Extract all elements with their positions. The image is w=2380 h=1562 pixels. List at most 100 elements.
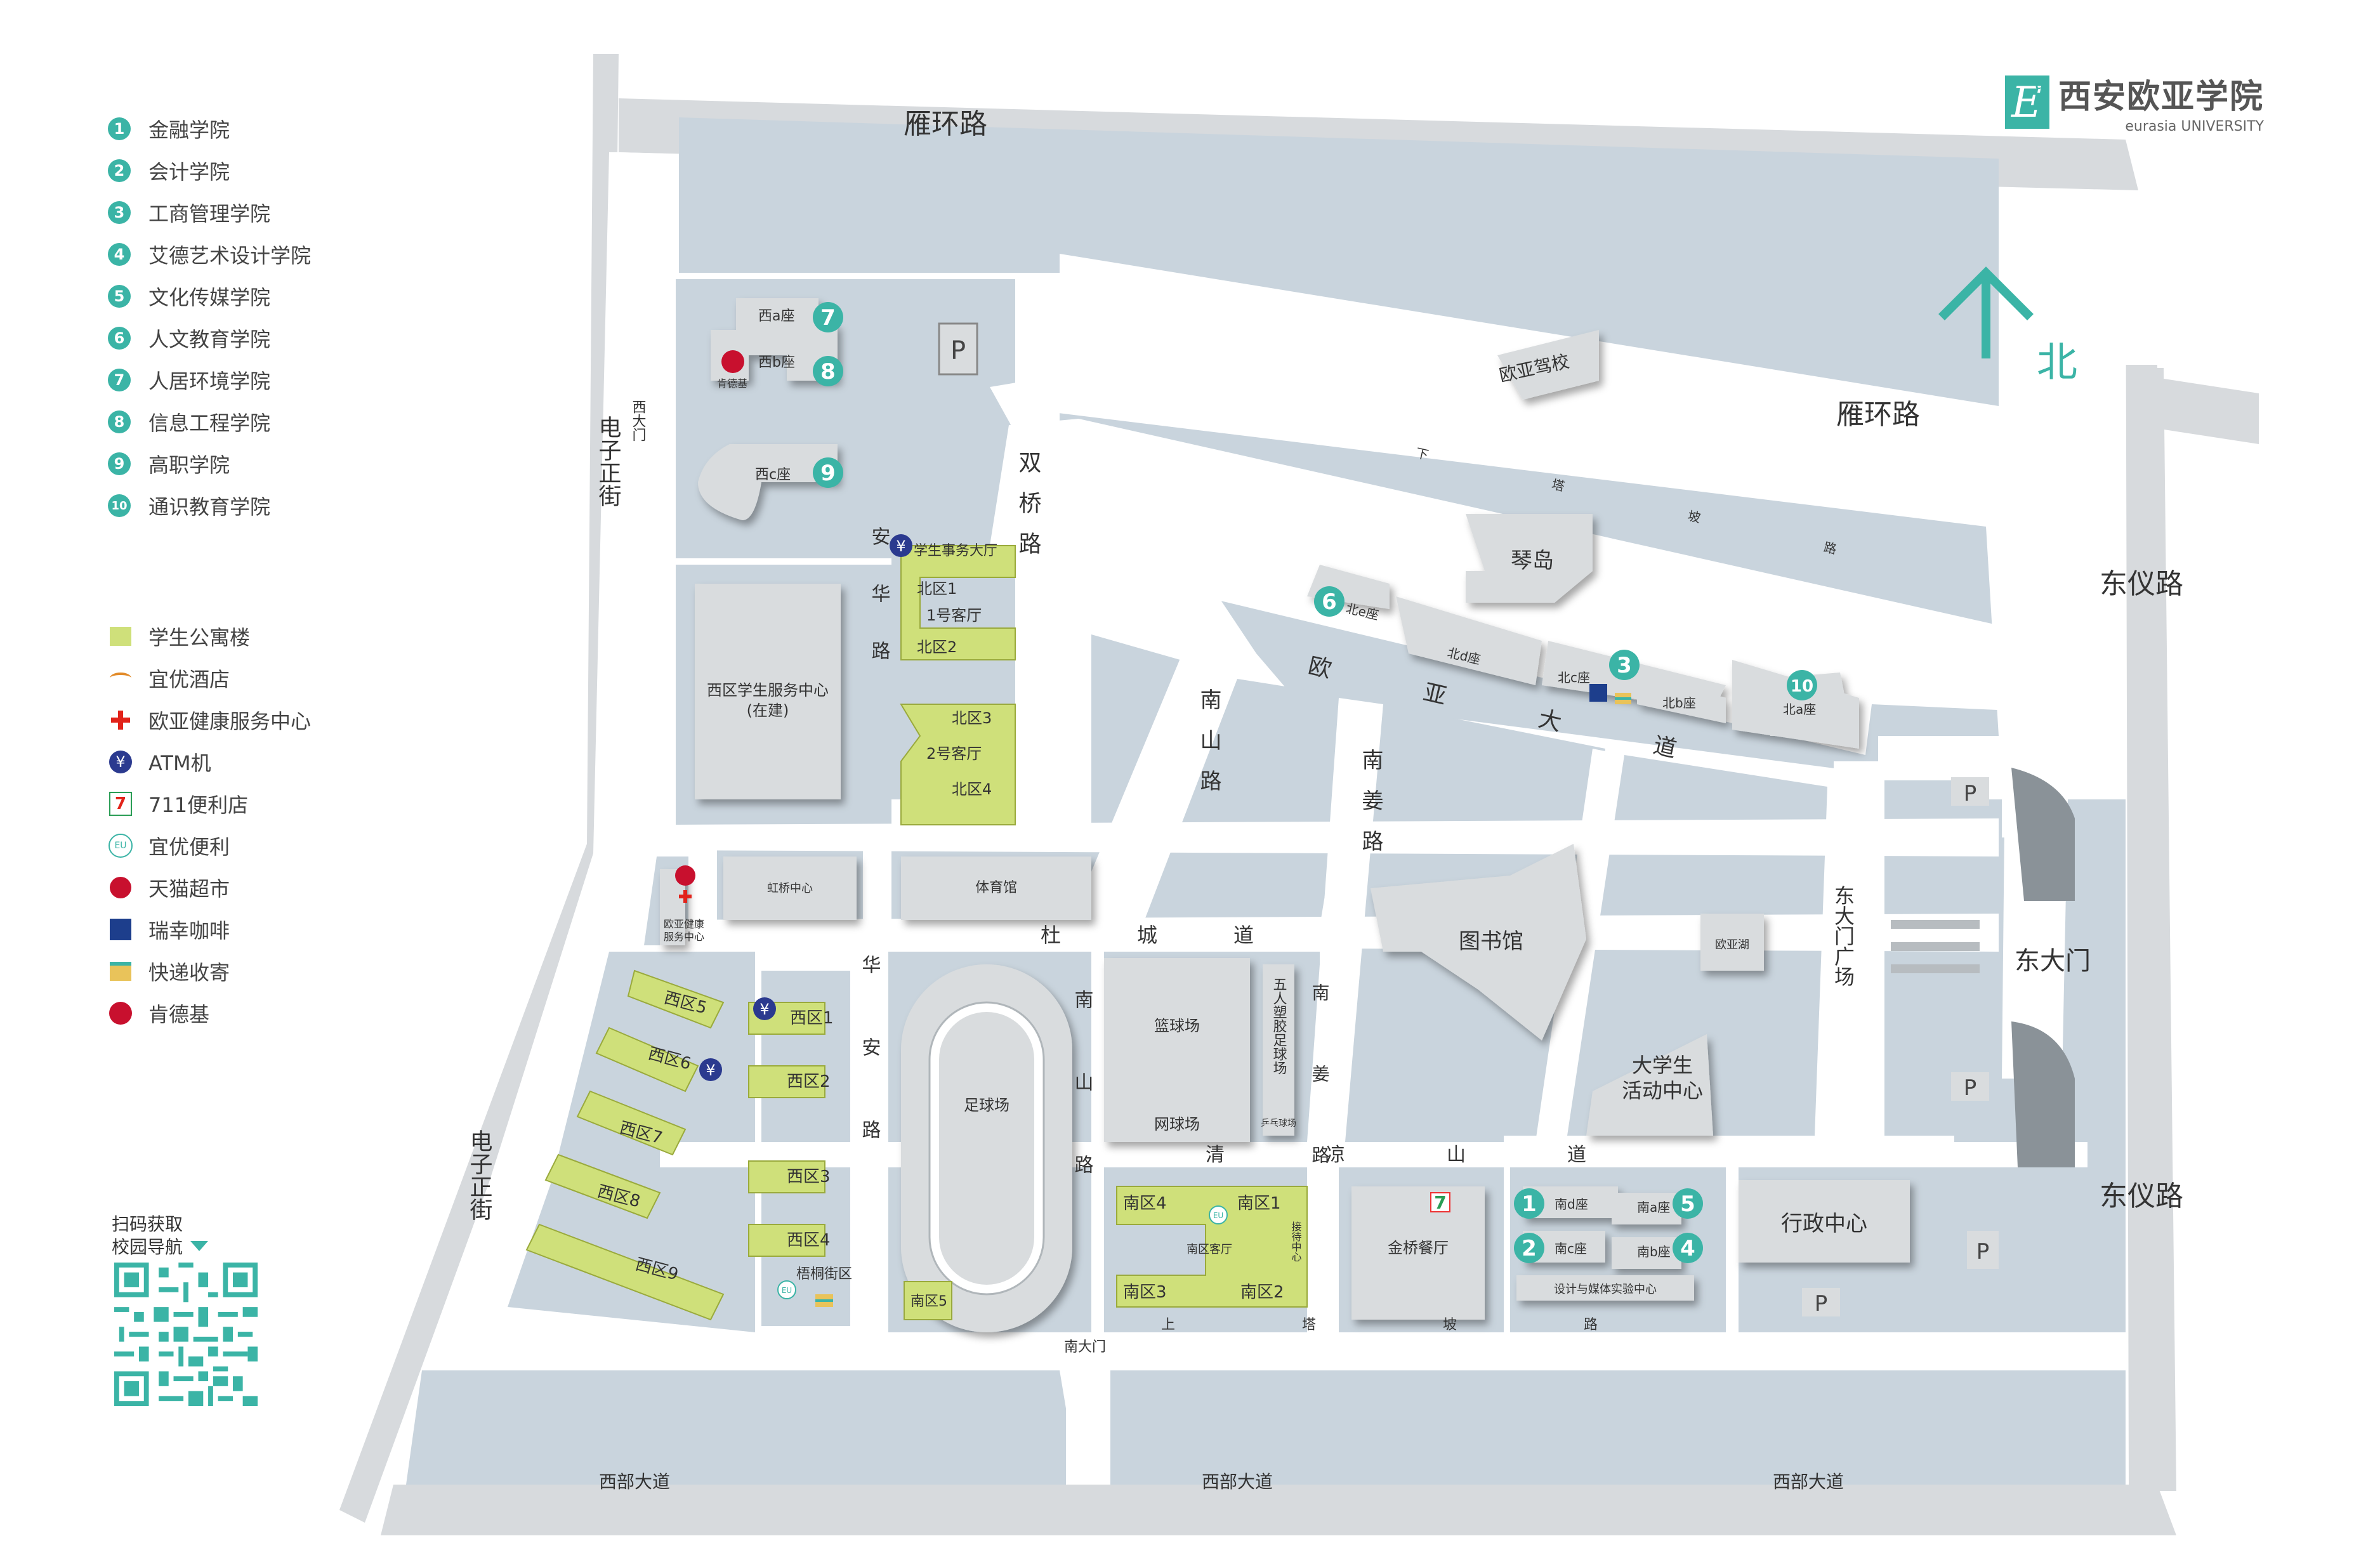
label-admin: 行政中心: [1781, 1211, 1867, 1237]
atm-map-icon: ¥: [753, 997, 776, 1020]
parking-label: P: [1964, 781, 1977, 806]
marker-9: 9: [813, 457, 843, 488]
road-label-huaan: 华安路: [858, 955, 881, 1202]
svg-text:5: 5: [1680, 1191, 1695, 1217]
luckin-map-icon: [1589, 684, 1607, 702]
luckin-icon: [108, 917, 133, 942]
svg-text:6: 6: [1322, 589, 1337, 615]
road-label-shuangqiao: 双桥路: [1015, 450, 1041, 572]
eu-logo-mark: E u: [2005, 72, 2049, 129]
label-nanqu-hall: 南区客厅: [1187, 1243, 1232, 1256]
football-field: [901, 964, 1072, 1332]
marker-7: 7: [813, 302, 843, 332]
road-label-qingliang: 清凉山道: [1206, 1144, 1688, 1166]
label-hongqiao: 虹桥中心: [767, 882, 813, 895]
road-label-shangta: 上塔坡路: [1161, 1317, 1725, 1333]
label-student-activity: 大学生: [1632, 1053, 1693, 1077]
label-beiqu3: 北区3: [952, 709, 992, 727]
label-bei-a: 北a座: [1783, 702, 1816, 717]
svg-text:EU: EU: [782, 1286, 792, 1295]
road-label-nanshan: 南山路: [1071, 990, 1093, 1237]
parking-label: P: [1964, 1075, 1977, 1101]
marker-3: 3: [1609, 650, 1640, 680]
svg-text:10: 10: [1791, 677, 1813, 696]
label-xi-b: 西b座: [758, 355, 795, 371]
marker-10: 10: [1787, 670, 1817, 700]
atm-map-icon: ¥: [699, 1058, 722, 1081]
legend-eu-store: EU 宜优便利: [108, 825, 425, 867]
label-design-center: 设计与媒体实验中心: [1554, 1283, 1657, 1296]
svg-text:EU: EU: [1213, 1211, 1223, 1220]
svg-text:8: 8: [820, 359, 836, 384]
parking-label: P: [950, 336, 966, 365]
road-label-dongyi-2: 东仪路: [2100, 1180, 2183, 1212]
road-label-xibu: 西部大道: [599, 1471, 670, 1492]
health-map-icon: [679, 890, 692, 903]
label-beiqu4: 北区4: [952, 780, 992, 798]
legend-atm: ¥ ATM机: [108, 741, 425, 783]
label-hall1: 1号客厅: [926, 607, 982, 624]
eu-map-icon: EU: [777, 1280, 796, 1299]
tmall-icon: [108, 875, 133, 900]
brand-name: 西安欧亚学院: [2058, 78, 2265, 116]
dorm-icon: [108, 624, 133, 649]
atm-map-icon: ¥: [890, 534, 912, 557]
vertical-road-labels: 电子正街 电子正街 双桥路 安华路 华安路 南山路 南姜路 东大门广场 南山路 …: [466, 416, 1856, 1237]
label-xi-a: 西a座: [758, 308, 794, 324]
road-label-xibu: 西部大道: [1773, 1471, 1844, 1492]
label-pingpong: 乒乓球场: [1261, 1119, 1296, 1129]
label-xiqu-2: 西区2: [787, 1072, 831, 1091]
qr-arrow-icon: [190, 1241, 208, 1251]
label-tennis: 网球场: [1154, 1115, 1200, 1133]
qr-code-icon[interactable]: [114, 1263, 258, 1406]
road-label-anhua: 安华路: [868, 527, 890, 698]
label-student-hall: 学生事务大厅: [914, 543, 997, 559]
label-dongdamen: 东大门: [2015, 947, 2091, 976]
label-hall2: 2号客厅: [926, 745, 982, 763]
hotel-icon: [108, 666, 133, 691]
label-library: 图书馆: [1459, 929, 1523, 954]
legend-dorm: 学生公寓楼: [108, 615, 425, 657]
parcel-map-icon: [815, 1294, 833, 1307]
label-ouya-hu: 欧亚湖: [1715, 938, 1749, 952]
eu-store-icon: EU: [108, 833, 133, 858]
road-label-nanshan-diag: 南山路: [1196, 688, 1221, 810]
map-facility-icons: ¥ ¥ ¥ EU EU: [675, 350, 1631, 1307]
label-nanqu4: 南区4: [1123, 1194, 1167, 1213]
marker-5: 5: [1673, 1188, 1703, 1219]
svg-text:2: 2: [1522, 1236, 1537, 1261]
label-qindao: 琴岛: [1511, 548, 1554, 574]
seven-eleven-map-icon: 7: [1430, 1192, 1450, 1213]
legend-kfc: 肯德基: [108, 992, 425, 1034]
label-xiqu-3: 西区3: [787, 1167, 831, 1186]
health-cross-icon: [108, 707, 133, 733]
parking-label: P: [1815, 1291, 1828, 1316]
road-label-yanhuan-north: 雁环路: [904, 108, 987, 140]
svg-text:3: 3: [1617, 653, 1632, 678]
road-label-nanjiang-2: 南姜路: [1310, 983, 1331, 1227]
label-west-service-sub: (在建): [747, 702, 789, 719]
label-beiqu2: 北区2: [917, 638, 957, 656]
label-xiqu-4: 西区4: [787, 1231, 831, 1250]
kfc-map-icon: [721, 350, 744, 373]
legend-hotel: 宜优酒店: [108, 657, 425, 699]
dorm-buildings: [525, 545, 1308, 1321]
east-gate: [1891, 761, 2075, 1167]
label-nan-b: 南b座: [1637, 1244, 1671, 1259]
marker-6: 6: [1314, 586, 1345, 617]
parcel-icon: [108, 959, 133, 984]
legend-luckin: 瑞幸咖啡: [108, 909, 425, 950]
label-health-2: 服务中心: [664, 931, 704, 943]
north-arrow: [1938, 266, 2034, 358]
label-jinqiao: 金桥餐厅: [1388, 1239, 1449, 1257]
road-label-yanhuan-east: 雁环路: [1836, 398, 1920, 431]
road-labels: 雁环路 雁环路 东仪路 东仪路 西部大道 西部大道 西部大道: [599, 108, 2183, 1492]
